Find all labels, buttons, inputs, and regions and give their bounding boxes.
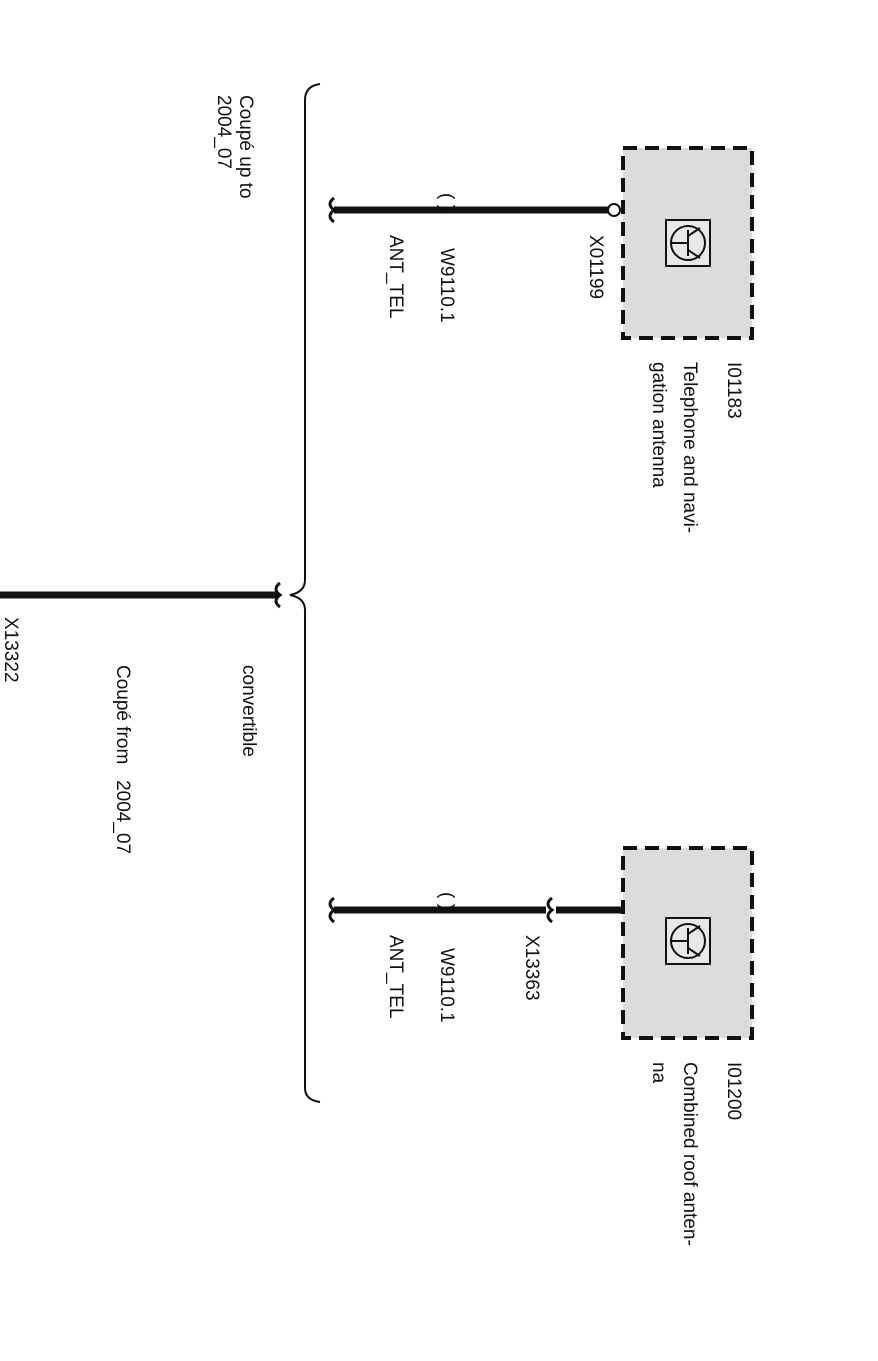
connector-label: X13363 (521, 935, 542, 1001)
antenna-amplifier-icon (665, 219, 711, 267)
component-id: I01183 (723, 362, 744, 419)
component-name-line1: Combined roof anten- (679, 1062, 700, 1246)
connector-label: X01199 (585, 235, 606, 299)
signal-label: ANT_TEL (385, 235, 406, 318)
trunk-connector-label: X13322 (0, 617, 21, 683)
connector-fork (546, 896, 555, 924)
variant-coupe-from: Coupé from 2004_07 (112, 665, 133, 854)
connector-pin (607, 203, 621, 217)
variant-coupe-up-to-date: 2004_07 (213, 95, 234, 169)
variant-brace (289, 83, 321, 1103)
signal-label: ANT_TEL (385, 935, 406, 1018)
component-id: I01200 (723, 1062, 744, 1120)
component-name-line2: na (648, 1062, 669, 1084)
wire-label: W9110.1 (436, 248, 457, 323)
brackets: ( ) (436, 892, 457, 910)
wire-end (328, 196, 337, 224)
component-name-line2: gation antenna (648, 362, 669, 488)
wire-label: W9110.1 (436, 948, 457, 1023)
antenna-amplifier-icon (665, 917, 711, 965)
component-name-line1: Telephone and navi- (679, 362, 700, 533)
variant-convertible: convertible (238, 665, 259, 757)
component-i01183[interactable] (621, 146, 754, 340)
brackets: ( ) (436, 193, 457, 211)
component-i01200[interactable] (621, 846, 754, 1040)
wire-end (328, 896, 337, 924)
wire-end (274, 581, 283, 609)
variant-coupe-up-to: Coupé up to (235, 95, 256, 199)
